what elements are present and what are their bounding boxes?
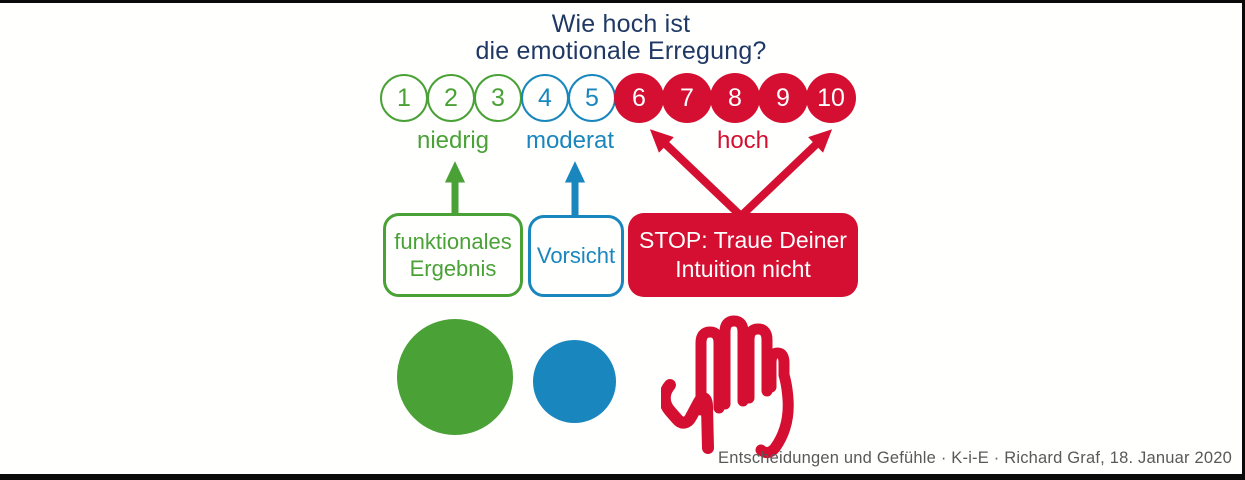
stop-hand-icon bbox=[661, 315, 794, 459]
label-niedrig: niedrig bbox=[416, 127, 490, 154]
box-funktionales-ergebnis: funktionales Ergebnis bbox=[383, 213, 523, 297]
label-moderat: moderat bbox=[525, 127, 615, 154]
scale-circle-6: 6 bbox=[614, 73, 664, 123]
box-vorsicht: Vorsicht bbox=[528, 215, 624, 297]
green-dot-icon bbox=[397, 319, 513, 435]
scale-circle-8: 8 bbox=[710, 73, 760, 123]
scale-circle-10: 10 bbox=[806, 73, 856, 123]
box-stop: STOP: Traue Deiner Intuition nicht bbox=[628, 213, 858, 297]
box-low-line-2: Ergebnis bbox=[409, 256, 497, 281]
scale-circle-5: 5 bbox=[568, 74, 616, 122]
box-low-line-1: funktionales bbox=[394, 229, 512, 254]
scale-circle-3: 3 bbox=[474, 74, 522, 122]
box-moderate-label: Vorsicht bbox=[536, 243, 616, 268]
box-high-line-2: Intuition nicht bbox=[675, 256, 811, 282]
emotion-scale: 1 2 3 4 5 6 7 8 9 10 bbox=[380, 73, 856, 123]
scale-circle-4: 4 bbox=[521, 74, 569, 122]
label-hoch: hoch bbox=[716, 127, 770, 154]
page-title: Wie hoch ist die emotionale Erregung? bbox=[0, 11, 1242, 65]
title-line-2: die emotionale Erregung? bbox=[475, 37, 767, 65]
box-high-line-1: STOP: Traue Deiner bbox=[639, 227, 847, 253]
scale-circle-9: 9 bbox=[758, 73, 808, 123]
blue-dot-icon bbox=[533, 340, 616, 423]
credit-line: Entscheidungen und Gefühle · K-i-E · Ric… bbox=[718, 449, 1232, 467]
scale-circle-2: 2 bbox=[427, 74, 475, 122]
scale-circle-7: 7 bbox=[662, 73, 712, 123]
title-line-1: Wie hoch ist bbox=[551, 10, 691, 38]
scale-circle-1: 1 bbox=[380, 74, 428, 122]
